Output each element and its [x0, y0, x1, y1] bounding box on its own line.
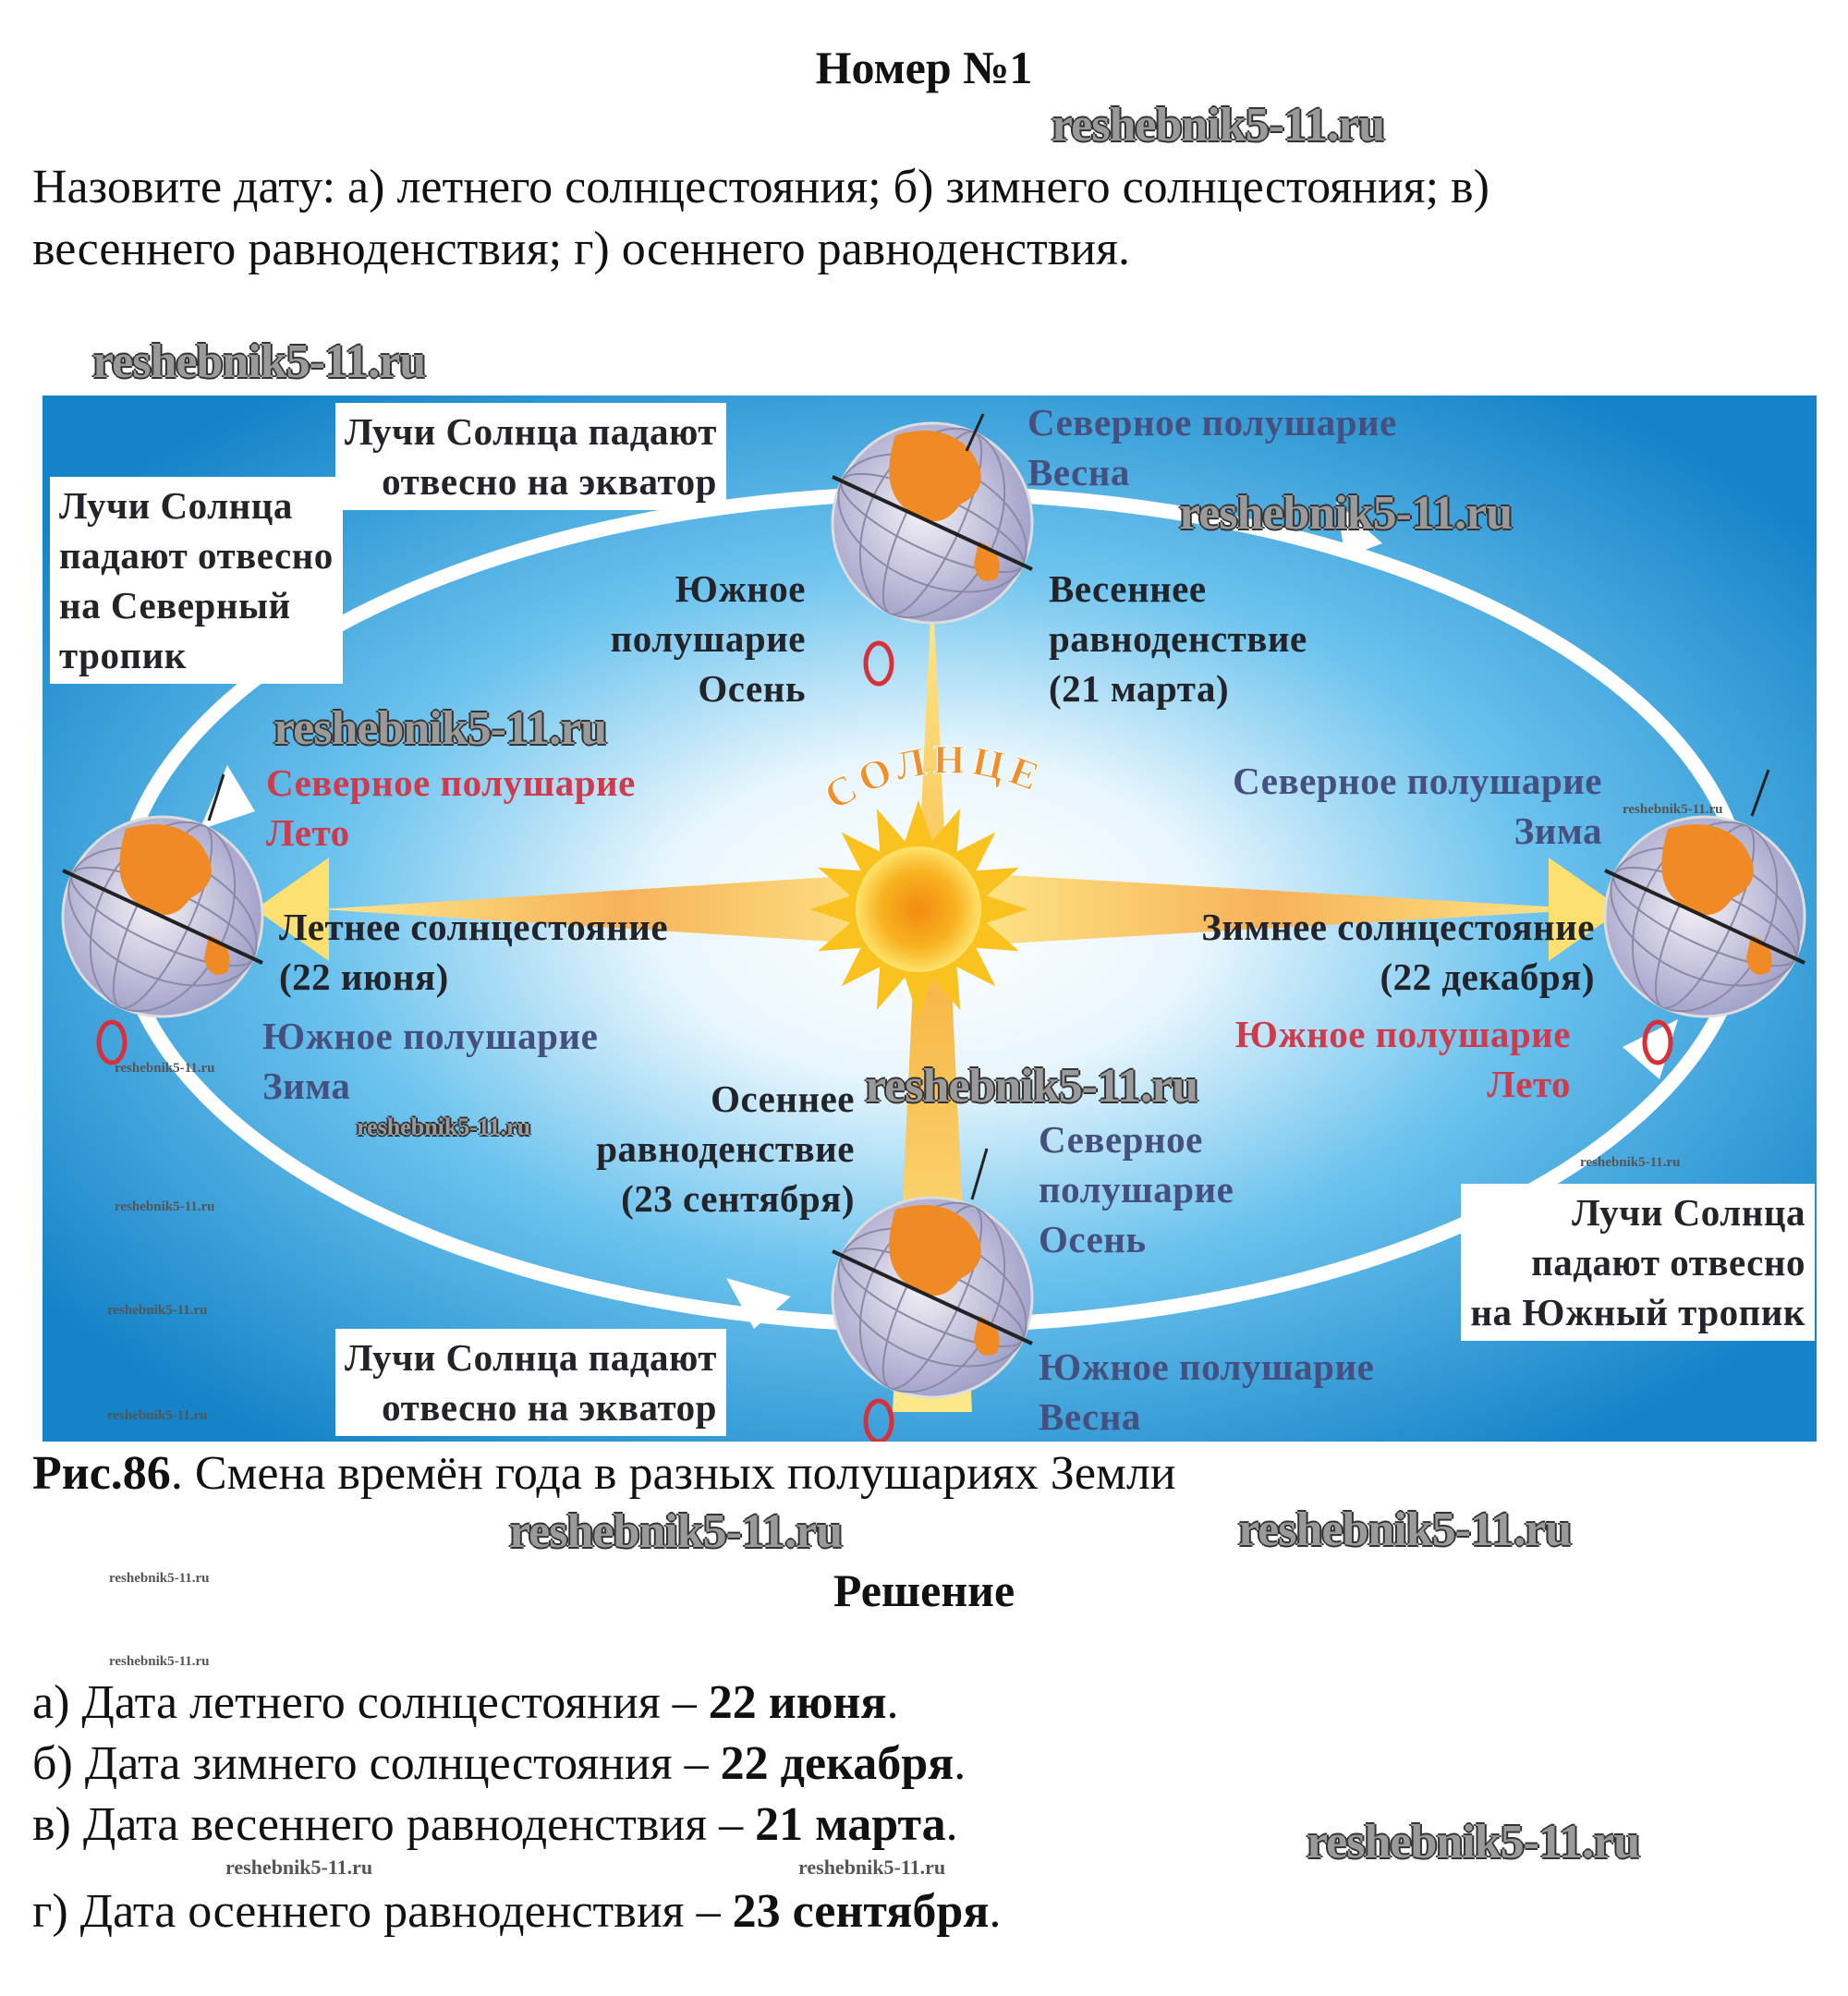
label-north-winter: Северное полушарие Зима [1233, 760, 1602, 852]
callout-northern-tropic: Лучи Солнца падают отвесно на Северный т… [50, 477, 343, 684]
earth-axis [965, 413, 985, 452]
page-title: Номер №1 [815, 42, 1033, 93]
answer-b: б) Дата зимнего солнцестояния – 22 декаб… [32, 1737, 967, 1790]
earth-axis [970, 1148, 989, 1200]
watermark: reshebnik5-11.ru [865, 1060, 1198, 1113]
watermark: reshebnik5-11.ru [225, 1856, 373, 1879]
sun-ray-right [944, 871, 1595, 947]
answer-c: в) Дата весеннего равноденствия – 21 мар… [32, 1798, 958, 1851]
watermark: reshebnik5-11.ru [107, 1408, 208, 1423]
figure-caption: Рис.86. Смена времён года в разных полуш… [32, 1447, 1176, 1500]
watermark: reshebnik5-11.ru [1052, 99, 1385, 152]
label-summer-solstice: Летнее солнцестояние (22 июня) [279, 906, 669, 998]
answer-d: г) Дата осеннего равноденствия – 23 сент… [32, 1885, 1002, 1938]
orbit-arrow-icon [200, 765, 255, 830]
label-north-spring: Северное полушарие Весна [1027, 401, 1397, 493]
callout-equator-bottom: Лучи Солнца падают отвесно на экватор [335, 1329, 726, 1436]
earth-axis [207, 773, 225, 822]
watermark: reshebnik5-11.ru [115, 1061, 215, 1076]
label-south-winter: Южное полушарие Зима [262, 1015, 599, 1107]
watermark: reshebnik5-11.ru [109, 1654, 210, 1669]
watermark: reshebnik5-11.ru [1179, 487, 1513, 540]
watermark: reshebnik5-11.ru [798, 1856, 946, 1879]
label-spring-equinox: Весеннее равноденствие (21 марта) [1049, 567, 1307, 710]
seasons-diagram: СОЛНЦЕ Лучи Солнца падают отвесно на экв… [43, 396, 1817, 1442]
watermark: reshebnik5-11.ru [1623, 802, 1723, 817]
watermark: reshebnik5-11.ru [1238, 1503, 1572, 1556]
sun-ray-arrowhead [255, 858, 329, 961]
rotation-icon [96, 640, 1673, 1442]
sun-ray-arrowhead [1549, 858, 1623, 961]
question-line-1: Назовите дату: а) летнего солнцестояния;… [32, 161, 1489, 213]
orbit-arrow-icon [1336, 502, 1382, 557]
watermark: reshebnik5-11.ru [274, 702, 607, 755]
watermark: reshebnik5-11.ru [107, 1303, 208, 1318]
earth-axis [1750, 769, 1770, 817]
watermark: reshebnik5-11.ru [1580, 1155, 1681, 1170]
label-autumn-equinox: Осеннее равноденствие (23 сентября) [596, 1077, 855, 1220]
sun-icon [809, 800, 1027, 1018]
label-winter-solstice: Зимнее солнцестояние (22 декабря) [1201, 906, 1595, 998]
callout-equator-top: Лучи Солнца падают отвесно на экватор [335, 403, 726, 510]
watermark: reshebnik5-11.ru [357, 1114, 531, 1140]
label-north-summer: Северное полушарие Лето [266, 761, 636, 854]
watermark: reshebnik5-11.ru [1307, 1816, 1640, 1868]
label-south-spring: Южное полушарие Весна [1039, 1345, 1375, 1438]
callout-southern-tropic: Лучи Солнца падают отвесно на Южный троп… [1461, 1184, 1815, 1341]
label-south-autumn: Южное полушарие Осень [610, 567, 806, 710]
watermark: reshebnik5-11.ru [109, 1571, 210, 1586]
watermark: reshebnik5-11.ru [92, 335, 426, 388]
watermark: reshebnik5-11.ru [509, 1505, 843, 1558]
solution-title: Решение [833, 1564, 1015, 1616]
answer-a: а) Дата летнего солнцестояния – 22 июня. [32, 1676, 899, 1729]
watermark: reshebnik5-11.ru [115, 1199, 215, 1214]
question-line-2: весеннего равноденствия; г) осеннего рав… [32, 223, 1131, 275]
orbit-arrow-icon [1623, 1019, 1678, 1079]
label-south-summer: Южное полушарие Лето [1234, 1013, 1571, 1105]
sun-ray-left [320, 871, 920, 947]
label-north-autumn: Северное полушарие Осень [1039, 1118, 1234, 1260]
orbit-arrow-icon [726, 1278, 791, 1329]
